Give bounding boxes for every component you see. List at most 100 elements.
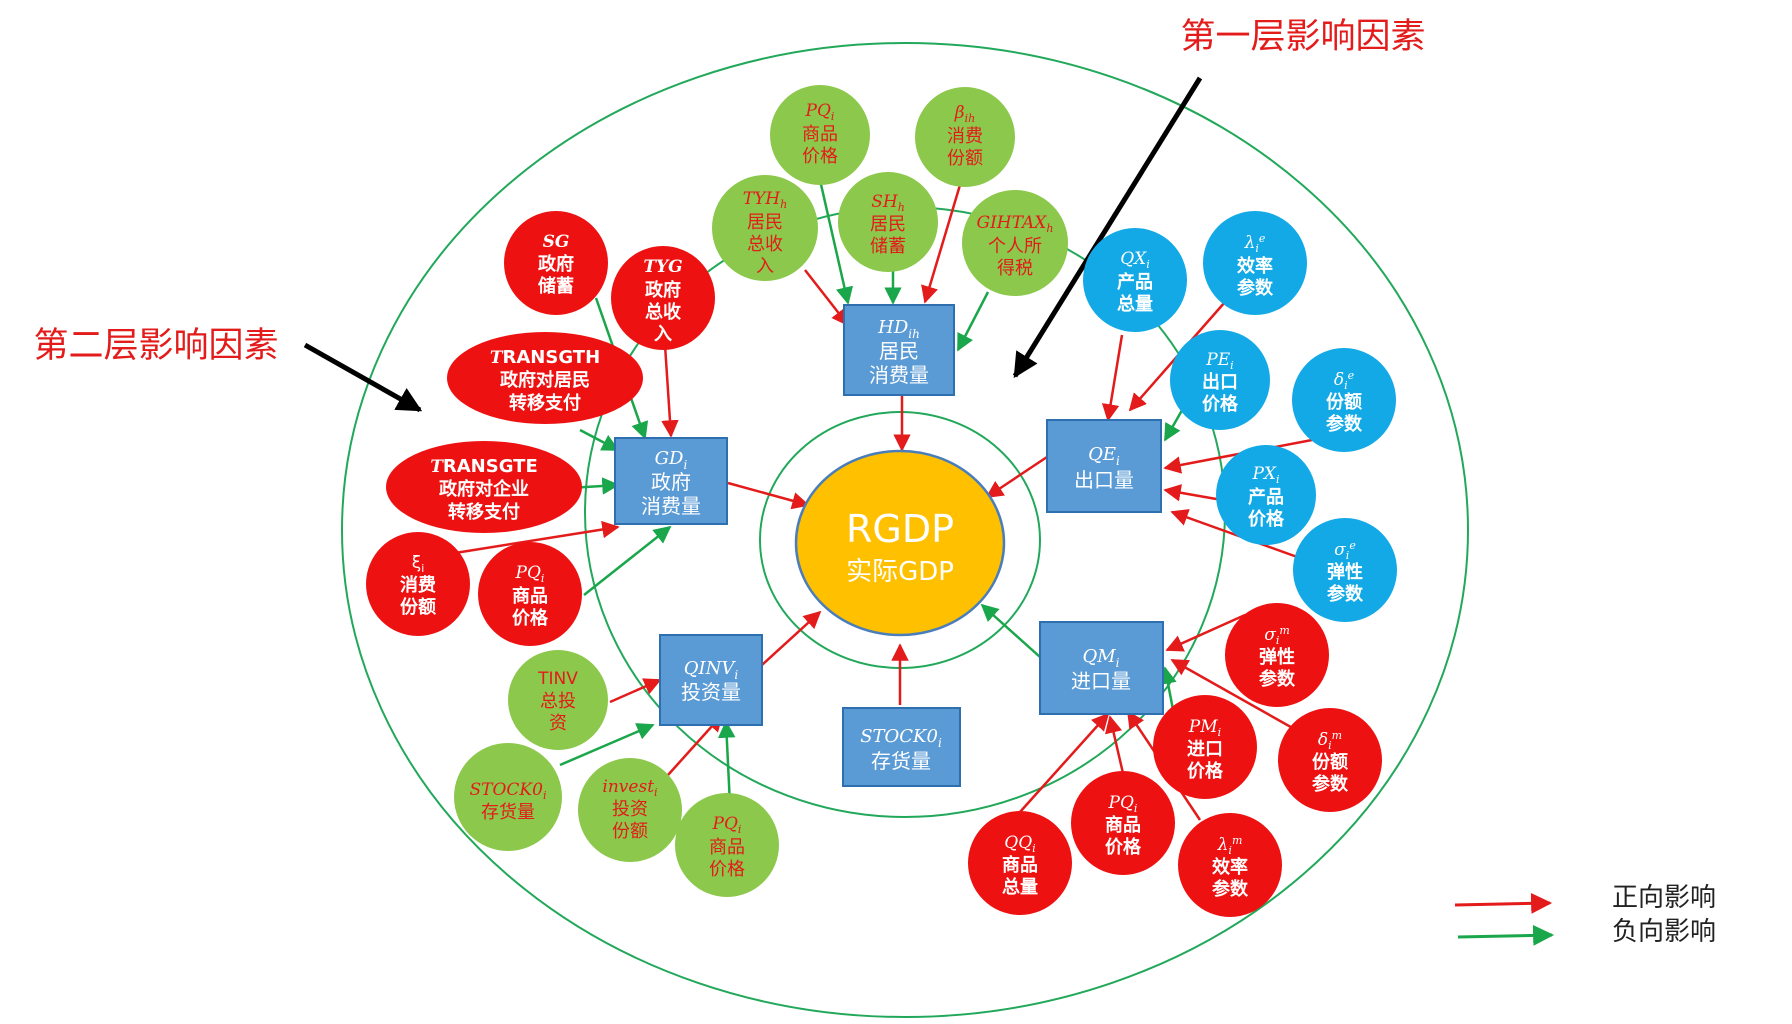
node-qe-lambda: λie 效率 参数 xyxy=(1203,211,1307,315)
svg-text:STOCK0i: STOCK0i xyxy=(860,726,942,750)
svg-text:居民: 居民 xyxy=(879,339,919,363)
svg-text:弹性: 弹性 xyxy=(1259,646,1295,668)
svg-text:消费: 消费 xyxy=(400,574,436,596)
svg-text:政府对企业: 政府对企业 xyxy=(439,478,529,500)
svg-text:QINVi: QINVi xyxy=(684,658,739,682)
svg-text:消费: 消费 xyxy=(947,126,983,147)
svg-text:TRANSGTE: TRANSGTE xyxy=(430,456,538,477)
node-hd-gihtax: GIHTAXh 个人所 得税 xyxy=(962,190,1068,296)
node-gd-pq: PQi 商品 价格 xyxy=(478,542,582,646)
box-hd: HDih 居民 消费量 xyxy=(843,304,955,396)
svg-text:βih: βih xyxy=(954,103,975,125)
svg-text:TRANSGTH: TRANSGTH xyxy=(490,347,600,368)
svg-text:居民: 居民 xyxy=(747,212,783,233)
box-qe: QEi 出口量 xyxy=(1046,419,1162,513)
svg-text:得税: 得税 xyxy=(997,258,1033,279)
svg-text:份额: 份额 xyxy=(947,148,983,169)
svg-text:STOCK0i: STOCK0i xyxy=(470,780,547,802)
node-qm-pq: PQi 商品 价格 xyxy=(1071,771,1175,875)
svg-text:δim: δim xyxy=(1318,729,1342,752)
svg-text:QQi: QQi xyxy=(1004,833,1035,855)
svg-text:σie: σie xyxy=(1334,539,1356,562)
node-hd-pq: PQi 商品 价格 xyxy=(770,85,870,185)
svg-text:商品: 商品 xyxy=(1002,854,1038,876)
node-qm-delta: δim 份额 参数 xyxy=(1278,708,1382,812)
svg-text:价格: 价格 xyxy=(1248,508,1285,530)
svg-text:储蓄: 储蓄 xyxy=(870,236,906,257)
node-qe-sigma: σie 弹性 参数 xyxy=(1293,518,1397,622)
rgdp-title: RGDP xyxy=(846,507,954,551)
svg-text:λim: λim xyxy=(1217,834,1243,857)
svg-text:GDi: GDi xyxy=(655,448,688,472)
svg-text:出口: 出口 xyxy=(1202,371,1238,393)
legend-positive-label: 正向影响 xyxy=(1612,883,1716,913)
svg-text:SHh: SHh xyxy=(871,192,905,214)
layer2-title: 第二层影响因素 xyxy=(33,326,278,366)
node-gd-transgth: TRANSGTH 政府对居民 转移支付 xyxy=(447,332,643,424)
svg-text:TYG: TYG xyxy=(643,257,682,277)
node-qm-sigma: σim 弹性 参数 xyxy=(1225,603,1329,707)
svg-text:资: 资 xyxy=(549,713,567,734)
node-gd-tyg: TYG 政府 总收 入 xyxy=(611,246,715,350)
svg-text:参数: 参数 xyxy=(1327,583,1364,605)
svg-text:政府: 政府 xyxy=(645,279,681,301)
svg-text:QMi: QMi xyxy=(1082,646,1119,670)
svg-text:TINV: TINV xyxy=(537,669,578,689)
svg-text:产品: 产品 xyxy=(1117,271,1153,293)
svg-text:参数: 参数 xyxy=(1212,878,1249,900)
svg-text:SG: SG xyxy=(543,232,570,252)
node-qinv-stock: STOCK0i 存货量 xyxy=(454,743,562,851)
svg-text:总投: 总投 xyxy=(540,691,576,712)
svg-text:参数: 参数 xyxy=(1237,277,1274,299)
box-gd: GDi 政府 消费量 xyxy=(614,437,728,525)
node-gd-transgte: TRANSGTE 政府对企业 转移支付 xyxy=(386,441,582,533)
svg-text:产品: 产品 xyxy=(1248,486,1284,508)
node-qm-pm: PMi 进口 价格 xyxy=(1153,695,1257,799)
node-hd-tyh: TYHh 居民 总收 入 xyxy=(712,175,818,281)
svg-text:效率: 效率 xyxy=(1237,255,1273,277)
svg-text:总收: 总收 xyxy=(645,301,681,323)
svg-text:入: 入 xyxy=(654,324,672,345)
svg-text:价格: 价格 xyxy=(709,859,745,880)
node-qinv-pq: PQi 商品 价格 xyxy=(675,793,779,897)
svg-text:PQi: PQi xyxy=(805,101,835,123)
svg-text:价格: 价格 xyxy=(1202,393,1239,415)
svg-text:QEi: QEi xyxy=(1088,444,1120,468)
node-gd-sg: SG 政府 储蓄 xyxy=(504,211,608,315)
svg-text:存货量: 存货量 xyxy=(871,749,931,773)
outer-ring xyxy=(341,42,1469,1018)
svg-text:investi: investi xyxy=(602,777,657,799)
rgdp-center: RGDP 实际GDP xyxy=(794,449,1006,637)
svg-text:总量: 总量 xyxy=(1117,293,1153,315)
node-qe-delta: δie 份额 参数 xyxy=(1292,348,1396,452)
svg-text:弹性: 弹性 xyxy=(1327,561,1363,583)
svg-text:转移支付: 转移支付 xyxy=(509,392,581,414)
svg-text:价格: 价格 xyxy=(512,607,549,629)
svg-text:参数: 参数 xyxy=(1259,668,1296,690)
svg-text:消费量: 消费量 xyxy=(869,363,929,387)
svg-text:政府: 政府 xyxy=(538,253,574,275)
svg-text:个人所: 个人所 xyxy=(988,236,1042,257)
svg-text:价格: 价格 xyxy=(1187,760,1224,782)
svg-text:PQi: PQi xyxy=(515,563,545,585)
svg-text:转移支付: 转移支付 xyxy=(448,501,520,523)
box-stock: STOCK0i 存货量 xyxy=(842,707,961,787)
layer1-pointer xyxy=(1012,76,1203,379)
svg-text:价格: 价格 xyxy=(802,146,838,167)
svg-text:PXi: PXi xyxy=(1251,464,1279,486)
svg-text:份额: 份额 xyxy=(1326,391,1362,413)
layer1-title: 第一层影响因素 xyxy=(1180,17,1425,57)
svg-text:ξi: ξi xyxy=(412,553,425,575)
svg-text:入: 入 xyxy=(756,256,774,277)
svg-text:PQi: PQi xyxy=(1108,793,1138,815)
legend: 正向影响 负向影响 xyxy=(1454,883,1716,947)
svg-text:价格: 价格 xyxy=(1105,836,1142,858)
svg-text:进口量: 进口量 xyxy=(1071,669,1131,693)
legend-positive-arrow xyxy=(1454,892,1553,914)
svg-text:商品: 商品 xyxy=(512,585,548,607)
svg-text:居民: 居民 xyxy=(870,214,906,235)
svg-text:商品: 商品 xyxy=(1105,814,1141,836)
svg-text:投资: 投资 xyxy=(612,799,648,820)
node-qe-qx: QXi 产品 总量 xyxy=(1083,228,1187,332)
